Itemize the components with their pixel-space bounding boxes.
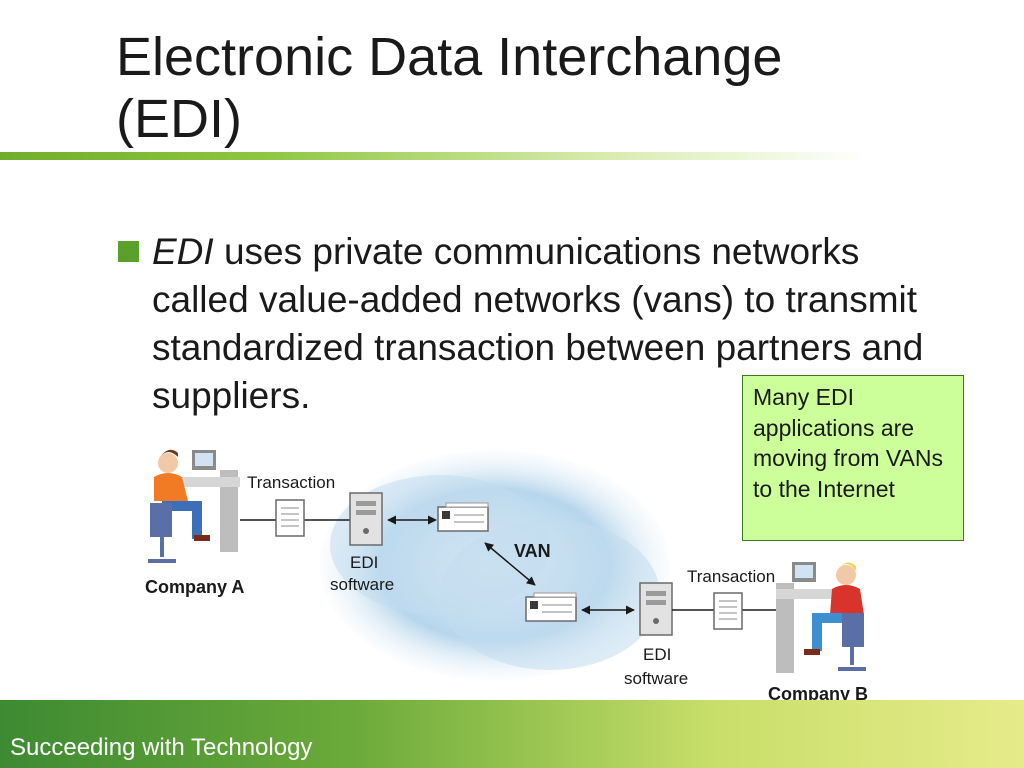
bullet-body: uses private communications networks cal… xyxy=(152,231,924,416)
edi-diagram: Company A Transaction EDI software VAN xyxy=(145,449,868,704)
company-a-workstation-icon xyxy=(148,449,240,563)
arrow-van-route xyxy=(484,542,536,586)
edi-software-left-line1: EDI xyxy=(350,553,378,572)
van-label: VAN xyxy=(514,541,551,561)
transaction-label-left: Transaction xyxy=(247,473,335,492)
edi-software-right-line1: EDI xyxy=(643,645,671,664)
title-underline xyxy=(0,152,870,160)
edi-server-right-icon xyxy=(639,582,673,636)
transaction-document-left-icon xyxy=(275,499,305,537)
callout-box: Many EDI applications are moving from VA… xyxy=(742,375,964,541)
edi-server-left-icon xyxy=(349,492,383,546)
company-b-label: Company B xyxy=(768,684,868,704)
bullet-lead-term: EDI xyxy=(152,231,214,272)
company-a-label: Company A xyxy=(145,577,244,597)
title-line-2: (EDI) xyxy=(116,89,242,149)
van-document-bottom-icon xyxy=(525,592,577,622)
bullet-text: EDI uses private communications networks… xyxy=(152,228,942,420)
company-b-workstation-icon xyxy=(776,562,866,673)
footer-text: Succeeding with Technology xyxy=(10,734,313,761)
footer-bar xyxy=(0,700,1024,768)
edi-software-right-line2: software xyxy=(624,669,688,688)
slide-title: Electronic Data Interchange (EDI) xyxy=(116,26,936,150)
title-line-1: Electronic Data Interchange xyxy=(116,27,783,87)
transaction-document-right-icon xyxy=(713,592,743,630)
van-document-top-icon xyxy=(437,502,489,532)
transaction-label-right: Transaction xyxy=(687,567,775,586)
edi-software-left-line2: software xyxy=(330,575,394,594)
bullet-square-icon xyxy=(118,241,139,262)
